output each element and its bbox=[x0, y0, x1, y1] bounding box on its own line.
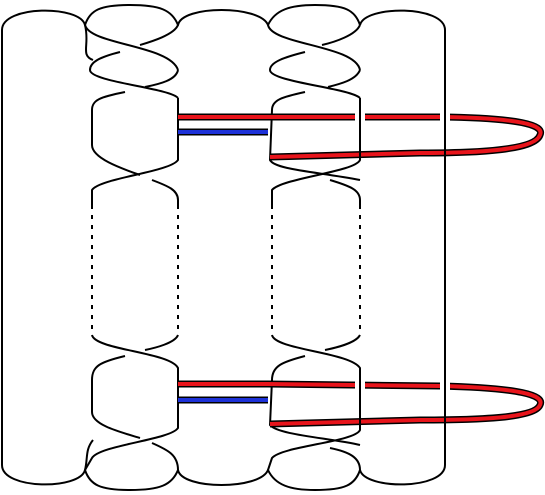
left-tube-outline bbox=[1, 9, 94, 486]
lower-twist-right bbox=[271, 334, 361, 381]
lower-twist-left bbox=[91, 334, 179, 381]
dotted-continuation bbox=[91, 205, 361, 335]
right-tube-outline bbox=[359, 9, 446, 486]
top-twist-right bbox=[267, 24, 361, 111]
upper-strands bbox=[91, 98, 361, 181]
top-bump-middle bbox=[84, 4, 361, 26]
bottom-twist-right bbox=[267, 405, 361, 471]
surface-outline bbox=[1, 4, 446, 491]
upper-red-band bbox=[178, 105, 545, 161]
bottom-bump-middle bbox=[84, 469, 361, 491]
middle-twist-right bbox=[271, 140, 361, 205]
lower-red-band bbox=[178, 370, 545, 430]
bottom-twist-left bbox=[84, 420, 179, 471]
middle-twist-left bbox=[91, 150, 179, 205]
top-twist-left bbox=[84, 24, 179, 111]
